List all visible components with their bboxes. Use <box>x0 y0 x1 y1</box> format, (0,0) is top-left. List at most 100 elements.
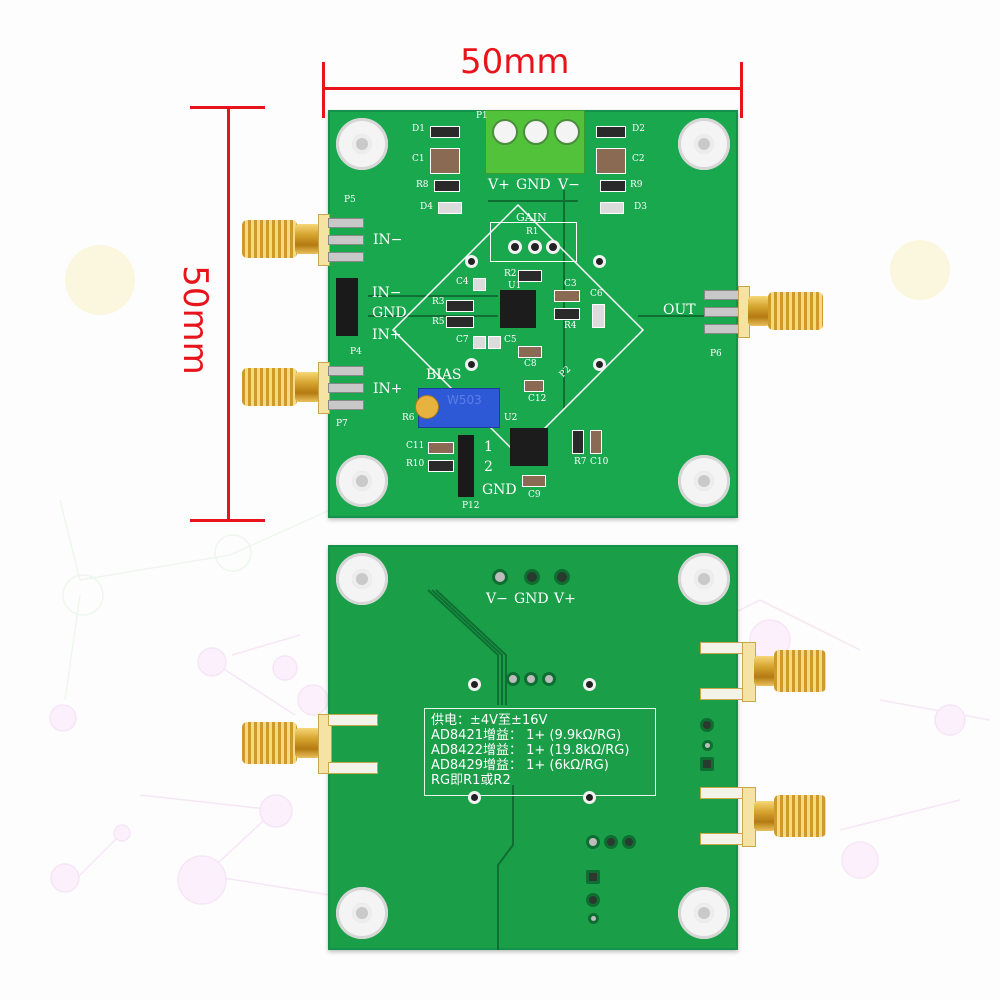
jumper-label-in-minus: IN− <box>372 285 402 301</box>
height-dimension-tick-top <box>190 106 265 109</box>
terminal-screw-vminus[interactable] <box>554 119 580 145</box>
back-pad <box>506 672 520 686</box>
capacitor-c2 <box>596 148 626 174</box>
ref-c3: C3 <box>564 279 577 289</box>
gain-resistor-hole-2[interactable] <box>528 240 542 254</box>
capacitor-c4 <box>473 278 486 291</box>
sma-body <box>295 372 320 402</box>
ref-d3: D3 <box>634 202 647 212</box>
terminal-screw-gnd[interactable] <box>523 119 549 145</box>
sma-back-left[interactable] <box>240 712 380 776</box>
led-d4 <box>438 202 462 214</box>
height-dimension-label: 50mm <box>174 265 215 375</box>
jumper-header-p12[interactable] <box>458 435 474 497</box>
back-pad-square <box>700 757 714 771</box>
ref-r2: R2 <box>504 269 517 279</box>
input-label-in-minus: IN− <box>373 232 403 248</box>
sma-pin <box>704 324 740 334</box>
resistor-r9 <box>600 180 626 192</box>
back-pad-square <box>586 870 600 884</box>
mounting-hole-bottom-right <box>678 887 730 939</box>
resistor-r5 <box>446 316 474 328</box>
mounting-hole-bottom-left <box>336 887 388 939</box>
back-hole <box>468 791 481 804</box>
sma-pin <box>328 400 364 410</box>
capacitor-c6 <box>592 304 605 328</box>
power-terminal-block[interactable] <box>485 110 585 174</box>
bias-potentiometer[interactable]: W503 <box>415 388 500 428</box>
resistor-r10 <box>428 460 454 472</box>
sma-back-right-top[interactable] <box>698 640 828 704</box>
sma-pin <box>328 218 364 228</box>
power-label-vminus: V− <box>486 591 508 607</box>
diamond-via-right <box>593 255 606 268</box>
mounting-hole-bottom-left <box>336 455 388 507</box>
bias-jumper-label-gnd: GND <box>482 482 517 498</box>
ref-p5: P5 <box>344 195 356 205</box>
height-dimension-line <box>227 107 230 522</box>
ref-r5: R5 <box>432 317 445 327</box>
ref-c1: C1 <box>412 154 425 164</box>
back-pad <box>542 672 556 686</box>
diode-d2 <box>596 126 626 138</box>
gain-resistor-hole-3[interactable] <box>546 240 560 254</box>
ref-d4: D4 <box>420 202 433 212</box>
back-pad <box>622 835 636 849</box>
capacitor-c11 <box>590 430 602 454</box>
mounting-hole-bottom-right <box>678 455 730 507</box>
ref-r9: R9 <box>630 180 643 190</box>
bias-label: BIAS <box>426 367 462 383</box>
ref-c12: C12 <box>528 394 547 404</box>
ref-d1: D1 <box>412 124 425 134</box>
sma-bracket <box>318 714 332 774</box>
sma-output[interactable] <box>704 282 826 340</box>
diode-d1 <box>430 126 460 138</box>
sma-input-in-minus[interactable] <box>240 210 370 268</box>
mounting-hole-top-left <box>336 553 388 605</box>
width-dimension-tick-left <box>322 62 325 118</box>
power-label-vplus: V+ <box>554 591 576 607</box>
trace <box>638 315 718 317</box>
trace <box>488 200 578 202</box>
sma-thread <box>242 722 297 764</box>
bias-jumper-label-1: 1 <box>484 439 493 455</box>
sma-body <box>748 296 770 326</box>
sma-pin <box>704 290 740 300</box>
terminal-screw-vplus[interactable] <box>492 119 518 145</box>
ref-c9: C9 <box>528 490 541 500</box>
sma-body <box>754 656 776 686</box>
info-line-supply: 供电：±4V至±16V <box>431 713 548 728</box>
gain-resistor-hole-1[interactable] <box>508 240 522 254</box>
sma-pad <box>700 787 746 799</box>
power-pad-gnd[interactable] <box>524 569 540 585</box>
power-pad-vplus[interactable] <box>554 569 570 585</box>
potentiometer-knob[interactable] <box>415 395 439 419</box>
mounting-hole-top-left <box>336 118 388 170</box>
diamond-via-bottom-right <box>593 358 606 371</box>
sma-pad <box>328 762 378 774</box>
jumper-header-p4[interactable] <box>336 278 358 336</box>
sma-input-in-plus[interactable] <box>240 358 370 416</box>
power-pad-vminus[interactable] <box>492 569 508 585</box>
ref-r8: R8 <box>416 180 429 190</box>
pcb-front: P1 V+ GND V− D1 C1 R8 D4 D2 C2 R9 D3 GAI… <box>328 110 738 518</box>
sma-pad <box>700 642 746 654</box>
resistor-r2 <box>518 270 542 282</box>
sma-back-right-bottom[interactable] <box>698 785 828 849</box>
sma-pin <box>328 383 364 393</box>
sma-pad <box>700 833 746 845</box>
capacitor-c7 <box>473 336 486 349</box>
pot-marking: W503 <box>447 393 482 407</box>
ref-p4: P4 <box>350 347 362 357</box>
gain-resistor-box <box>490 222 577 262</box>
back-pad <box>586 893 600 907</box>
ref-r1: R1 <box>526 227 539 237</box>
ref-c10: C11 <box>406 441 425 451</box>
mounting-hole-top-right <box>678 118 730 170</box>
back-hole <box>583 791 596 804</box>
capacitor-c12 <box>524 380 544 392</box>
jumper-label-in-plus: IN+ <box>372 327 402 343</box>
terminal-label-gnd: GND <box>516 177 551 193</box>
capacitor-c9 <box>522 475 546 487</box>
